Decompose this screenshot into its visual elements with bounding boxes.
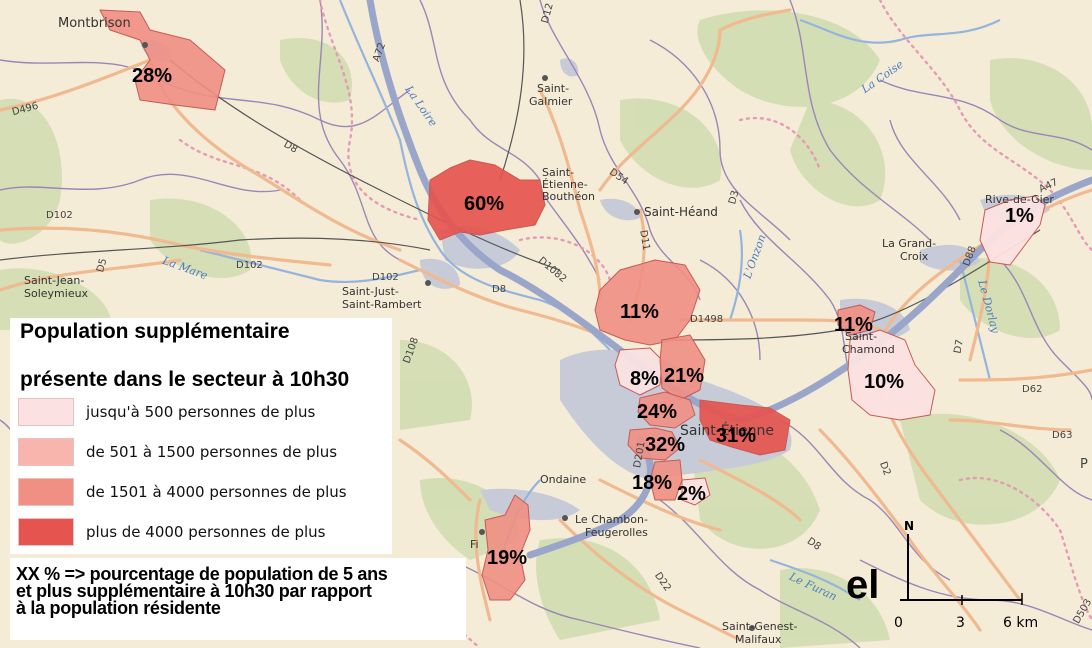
legend-label-level1: jusqu'à 500 personnes de plus <box>86 403 316 421</box>
scale-bar: N 0 3 6 km el <box>846 519 1038 631</box>
place-saint-heand: Saint-Héand <box>644 205 718 219</box>
road-d102a: D102 <box>46 210 73 221</box>
place-grand-croix-2: Croix <box>900 250 929 263</box>
place-fi: Fi <box>470 538 479 551</box>
place-saint-jean-1: Saint-Jean- <box>24 274 84 287</box>
legend-item-level1: jusqu'à 500 personnes de plus <box>18 398 390 428</box>
legend-label-level2: de 501 à 1500 personnes de plus <box>86 443 338 461</box>
place-chambon-2: Feugerolles <box>585 526 648 539</box>
place-saint-genest-2: Malifaux <box>735 633 782 646</box>
scale-3: 3 <box>956 615 965 631</box>
footnote-line2: et plus supplémentaire à 10h30 par rappo… <box>16 581 372 601</box>
scale-6km: 6 km <box>1003 615 1038 631</box>
sector-st-chamond-nord <box>837 304 876 336</box>
road-p: P <box>1080 457 1088 472</box>
pct-se-nord: 11% <box>620 301 659 323</box>
sector-se-centre-nord <box>659 334 706 401</box>
pct-st-chamond-nord: 11% <box>834 314 873 336</box>
legend-label-level4: plus de 4000 personnes de plus <box>86 523 326 541</box>
legend-swatch-level3 <box>18 478 74 506</box>
sector-st-chamond <box>847 329 936 421</box>
road-d62: D62 <box>1022 384 1042 395</box>
place-saint-chamond-1: Saint- <box>845 330 877 343</box>
legend: Population supplémentaire présente dans … <box>10 318 392 554</box>
pct-montbrison: 28% <box>132 65 172 87</box>
road-d63: D63 <box>1052 430 1072 441</box>
road-d201: D201 <box>632 441 647 469</box>
sector-se-sud <box>627 427 681 461</box>
place-sebou-2: Étienne- <box>542 178 588 191</box>
logo-el: el <box>846 563 879 607</box>
road-d102b: D102 <box>236 260 263 271</box>
pct-se-sud-est: 2% <box>677 483 706 505</box>
road-d7: D7 <box>953 339 966 355</box>
sector-se-sud-ouest <box>649 459 683 501</box>
sector-firminy <box>481 494 531 601</box>
legend-swatch-level1 <box>18 398 74 426</box>
road-d2: D2 <box>877 460 892 477</box>
sector-rive-de-gier <box>979 195 1046 266</box>
pct-se-est: 31% <box>716 425 756 447</box>
road-d3: D3 <box>727 189 741 205</box>
scale-0: 0 <box>894 615 903 631</box>
railways <box>0 0 1041 341</box>
pct-andrezieux: 60% <box>464 193 504 215</box>
place-sebou-3: Bouthéon <box>542 190 595 203</box>
legend-item-level2: de 501 à 1500 personnes de plus <box>18 438 390 468</box>
place-rive-de-gier: Rive-de-Gier <box>985 193 1054 206</box>
sector-se-centre <box>637 391 696 429</box>
sector-andrezieux <box>427 159 546 241</box>
place-saint-genest-1: Saint-Genest- <box>722 620 798 633</box>
pct-se-sud-ouest: 18% <box>632 472 672 494</box>
road-d1498: D1498 <box>690 314 723 325</box>
place-chambon-1: Le Chambon- <box>575 513 648 526</box>
road-d12: D12 <box>540 2 556 25</box>
sector-se-nord <box>594 259 701 346</box>
legend-title-line2: présente dans le secteur à 10h30 <box>20 368 350 391</box>
legend-item-level4: plus de 4000 personnes de plus <box>18 518 390 548</box>
place-montbrison: Montbrison <box>58 16 131 31</box>
legend-title-line1: Population supplémentaire <box>20 320 290 343</box>
place-saint-etienne: Saint-Étienne <box>680 422 774 439</box>
pct-se-ouest: 8% <box>630 368 659 390</box>
place-ondaine: Ondaine <box>540 473 586 486</box>
legend-item-level3: de 1501 à 4000 personnes de plus <box>18 478 390 508</box>
pct-firminy: 19% <box>487 547 527 569</box>
north-label: N <box>904 519 914 533</box>
pct-se-sud: 32% <box>645 434 685 456</box>
road-d5: D5 <box>95 257 109 273</box>
place-saint-jean-2: Soleymieux <box>24 287 89 300</box>
percentage-labels: 28% 60% 11% 8% 21% 24% 31% 32% 18% 2% 19… <box>132 65 1034 569</box>
pct-se-centre: 24% <box>637 401 677 423</box>
sector-se-ouest <box>614 347 663 396</box>
legend-swatch-level4 <box>18 518 74 546</box>
road-d102c: D102 <box>372 272 399 283</box>
sector-montbrison <box>99 9 226 111</box>
footnote-line3: à la population résidente <box>16 598 221 618</box>
place-sebou-1: Saint- <box>542 166 574 179</box>
sector-se-sud-est <box>681 477 711 506</box>
legend-label-level3: de 1501 à 4000 personnes de plus <box>86 483 347 501</box>
town-markers <box>142 42 755 631</box>
choropleth-sectors <box>99 9 1046 601</box>
footnote: XX % => pourcentage de population de 5 a… <box>10 558 466 640</box>
road-d8b: D8 <box>492 284 506 295</box>
place-saint-chamond-2: Chamond <box>842 343 895 356</box>
pct-se-centre-nord: 21% <box>664 365 704 387</box>
place-saint-galmier-2: Galmier <box>529 95 573 108</box>
place-saint-galmier-1: Saint- <box>537 82 569 95</box>
place-grand-croix-1: La Grand- <box>882 237 936 250</box>
place-saint-just-1: Saint-Just- <box>342 285 399 298</box>
footnote-line1: XX % => pourcentage de population de 5 a… <box>16 564 388 584</box>
road-d11: D11 <box>637 229 651 251</box>
pct-rive-de-gier: 1% <box>1005 205 1034 227</box>
place-saint-just-2: Saint-Rambert <box>342 298 422 311</box>
sector-se-est <box>699 399 791 456</box>
secondary-roads <box>0 8 1092 642</box>
legend-swatch-level2 <box>18 438 74 466</box>
pct-st-chamond: 10% <box>864 371 904 393</box>
place-labels: Montbrison Saint- Galmier Saint- Étienne… <box>24 16 1054 646</box>
